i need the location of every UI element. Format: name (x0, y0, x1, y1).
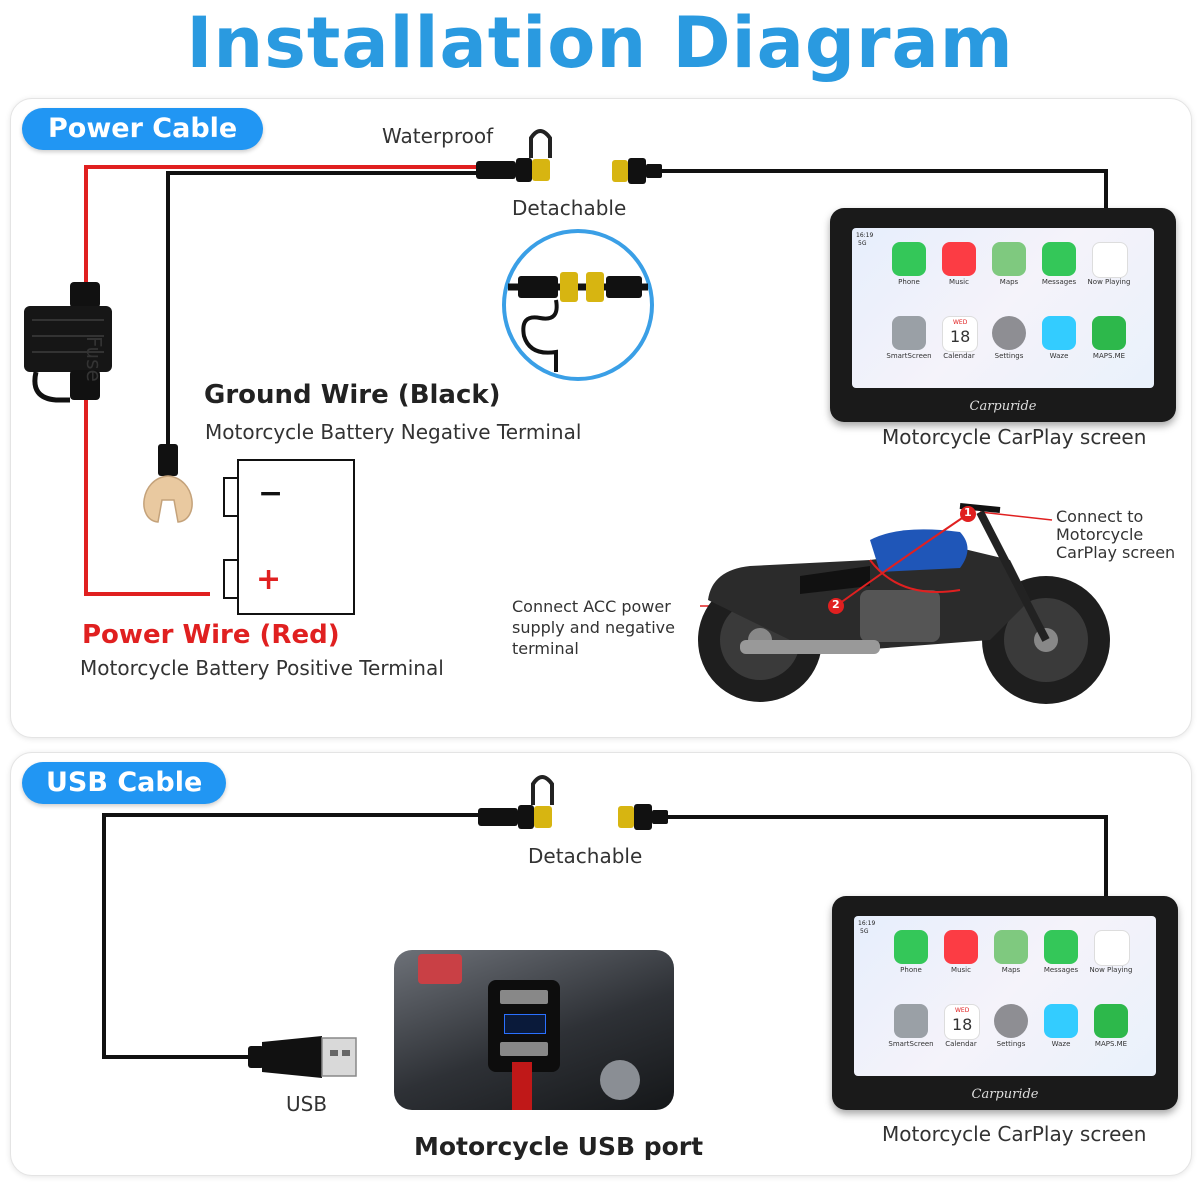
usb-detachable-label: Detachable (528, 844, 643, 868)
marker-1-label: 1 (964, 506, 972, 519)
screen-caption-usb: Motorcycle CarPlay screen (882, 1122, 1147, 1146)
page-title: Installation Diagram (186, 2, 1014, 84)
usb-port-caption: Motorcycle USB port (414, 1132, 704, 1161)
battery-plus: + (256, 562, 282, 597)
calendar-app-icon[interactable]: WED 18 (942, 316, 978, 352)
music-app-icon[interactable] (942, 242, 976, 276)
waze-app-icon[interactable] (1042, 316, 1076, 350)
power-wire-title: Power Wire (Red) (82, 620, 340, 650)
music-app-icon[interactable] (944, 930, 978, 964)
power-cable-badge: Power Cable (22, 108, 264, 150)
fuse-label: Fuse (82, 336, 106, 382)
settings-app-icon[interactable] (994, 1004, 1028, 1038)
screen-caption-power: Motorcycle CarPlay screen (882, 425, 1147, 449)
mapsme-app-icon[interactable] (1094, 1004, 1128, 1038)
connect-screen-callout: Connect to Motorcycle CarPlay screen (1056, 507, 1176, 562)
phone-app-icon[interactable] (894, 930, 928, 964)
power-wire-subtitle: Motorcycle Battery Positive Terminal (80, 656, 444, 680)
messages-app-icon[interactable] (1044, 930, 1078, 964)
ground-wire (166, 171, 480, 445)
calendar-app-icon[interactable]: WED 18 (944, 1004, 980, 1040)
ground-wire-subtitle: Motorcycle Battery Negative Terminal (205, 420, 582, 444)
waterproof-label: Waterproof (382, 124, 494, 148)
usb-label: USB (286, 1092, 328, 1116)
ground-wire-title: Ground Wire (Black) (204, 380, 501, 410)
maps-app-icon[interactable] (992, 242, 1026, 276)
screen-display: 16:19 5G Phone Music Maps Messages Now P… (854, 916, 1156, 1076)
detachable-connector-icon (612, 158, 662, 184)
screen-brand-logo: Carpuride (971, 1087, 1039, 1102)
battery-minus: − (258, 476, 284, 511)
settings-app-icon[interactable] (992, 316, 1026, 350)
now-playing-app-icon[interactable] (1092, 242, 1128, 278)
now-playing-app-icon[interactable] (1094, 930, 1130, 966)
smartscreen-app-icon[interactable] (894, 1004, 928, 1038)
battery-icon (223, 459, 355, 615)
usb-port-photo (394, 950, 674, 1110)
screen-display: 16:19 5G Phone Music Maps Messages Now P… (852, 228, 1154, 388)
usb-cable-badge: USB Cable (22, 762, 227, 804)
mapsme-app-icon[interactable] (1092, 316, 1126, 350)
marker-2-label: 2 (832, 598, 840, 611)
messages-app-icon[interactable] (1042, 242, 1076, 276)
carplay-screen-usb: 16:19 5G Phone Music Maps Messages Now P… (832, 896, 1178, 1110)
smartscreen-app-icon[interactable] (892, 316, 926, 350)
detachable-label: Detachable (512, 196, 627, 220)
fuse-icon (24, 282, 112, 403)
phone-app-icon[interactable] (892, 242, 926, 276)
waterproof-connector-icon (476, 129, 552, 182)
ring-terminal-icon (143, 444, 193, 523)
connect-acc-callout: Connect ACC power supply and negative te… (512, 597, 675, 658)
carplay-screen-power: 16:19 5G Phone Music Maps Messages Now P… (830, 208, 1176, 422)
connector-zoom-circle (502, 229, 654, 381)
screen-brand-logo: Carpuride (969, 399, 1037, 414)
maps-app-icon[interactable] (994, 930, 1028, 964)
waze-app-icon[interactable] (1044, 1004, 1078, 1038)
